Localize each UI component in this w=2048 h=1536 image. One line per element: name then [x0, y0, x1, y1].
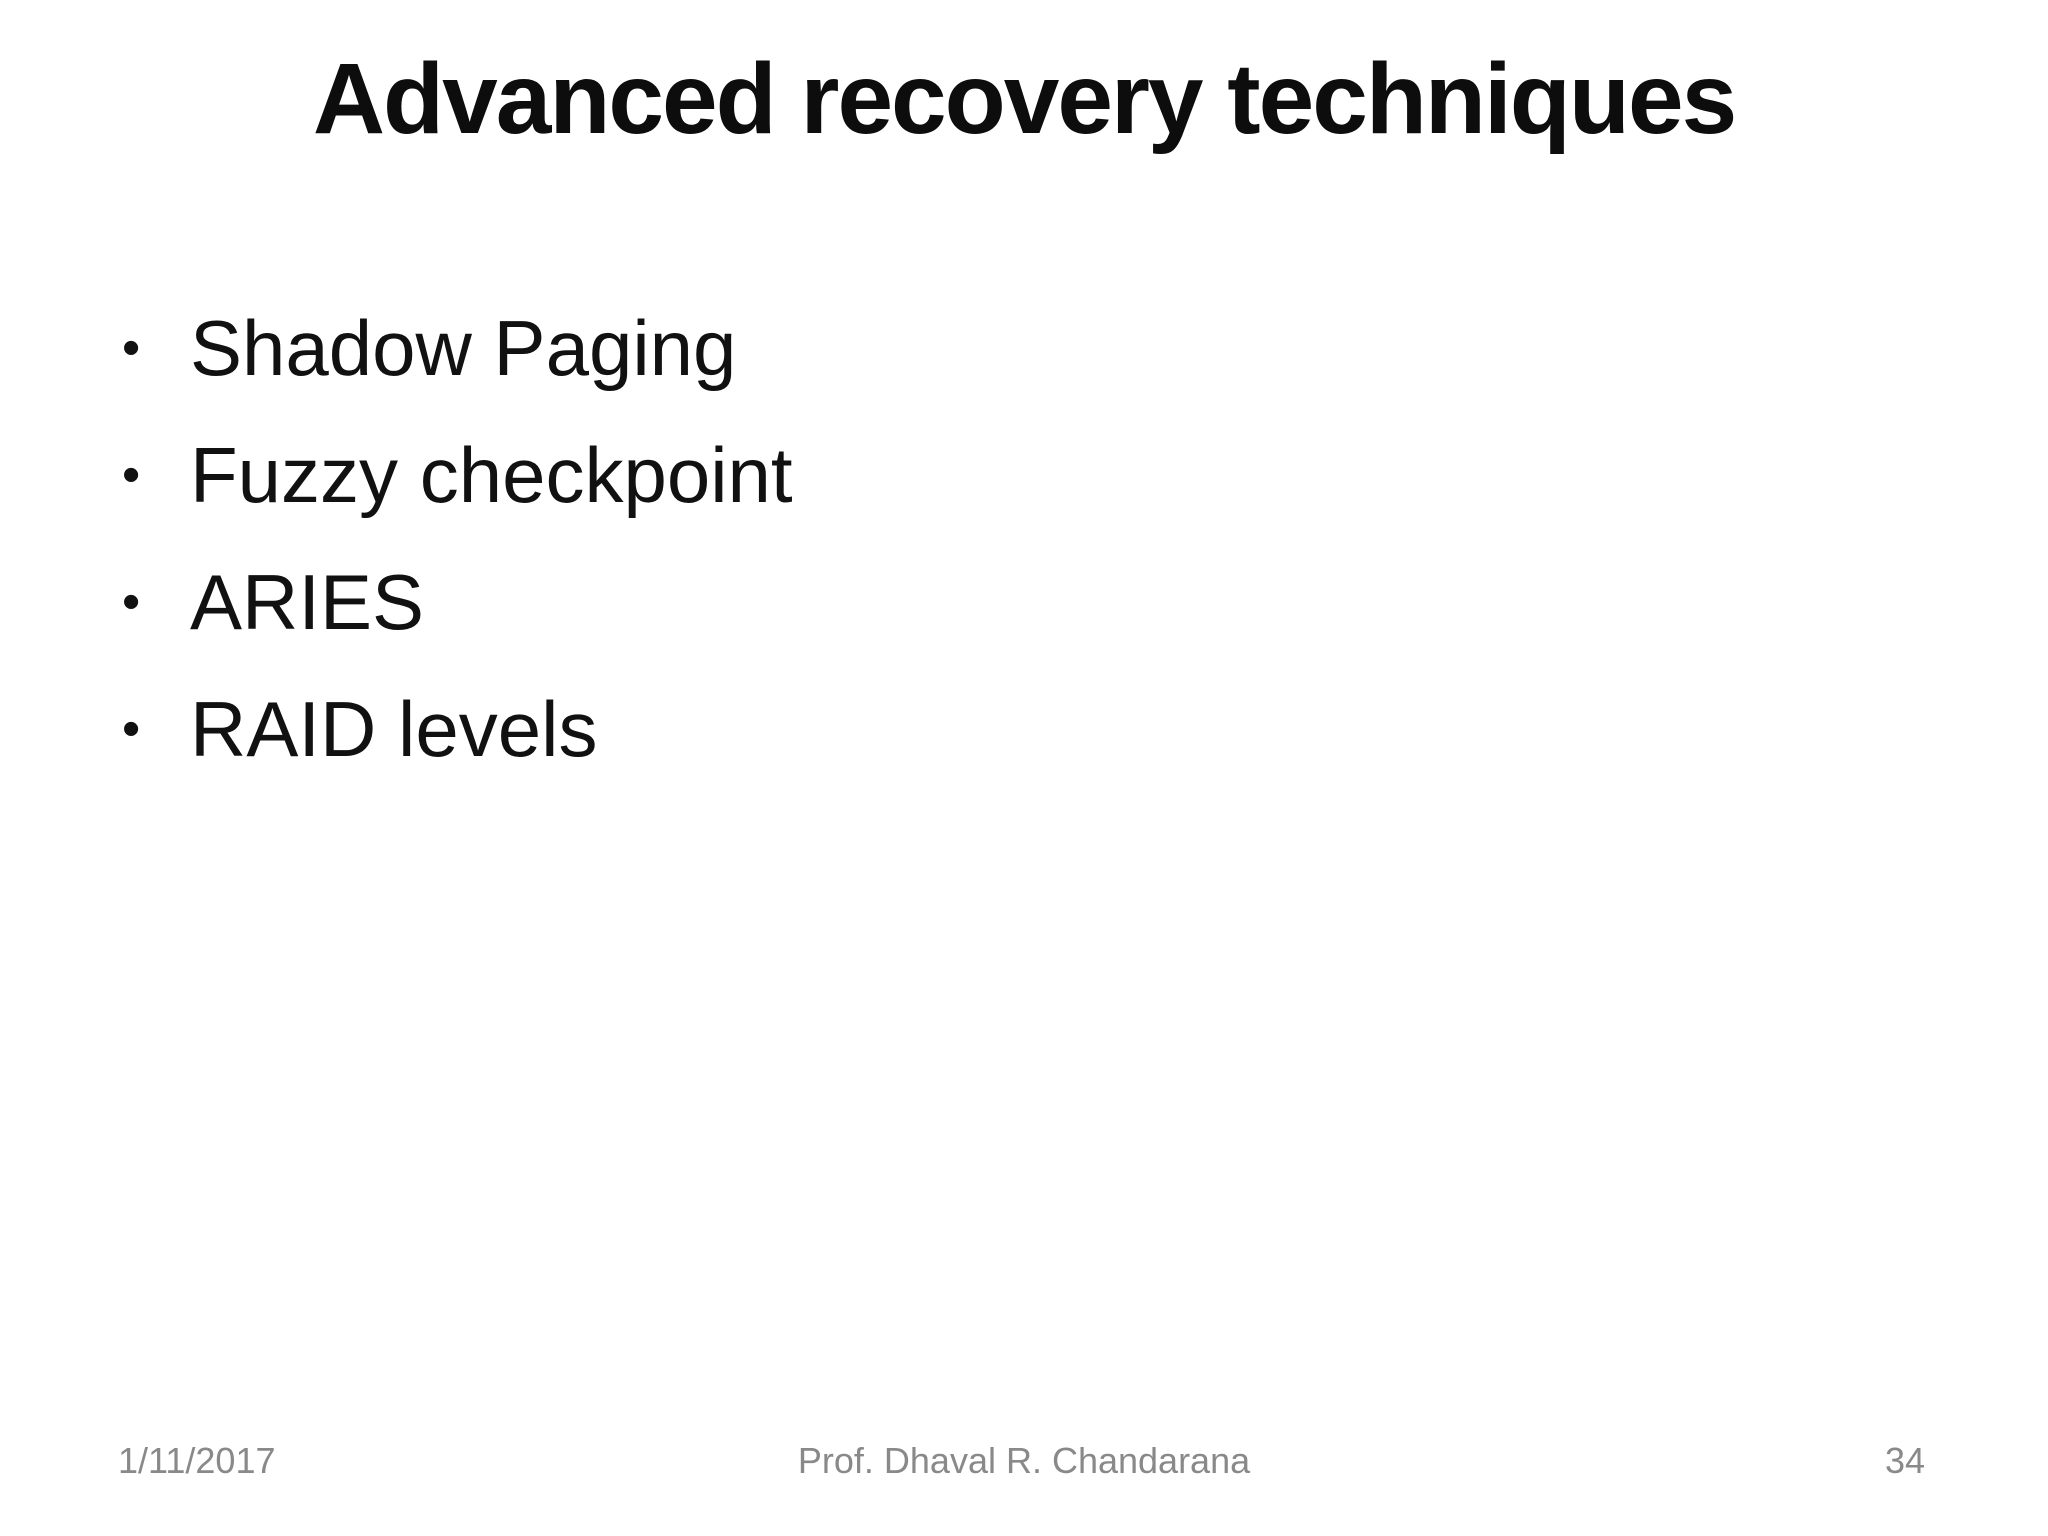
- bullet-icon: •: [122, 318, 141, 377]
- bullet-text: RAID levels: [190, 684, 598, 773]
- bullet-text: Shadow Paging: [190, 303, 737, 392]
- list-item: • Shadow Paging: [122, 284, 793, 411]
- footer-page-number: 34: [1884, 1440, 1925, 1481]
- bullet-text: ARIES: [190, 557, 425, 646]
- list-item: • RAID levels: [122, 665, 793, 792]
- bullet-icon: •: [122, 445, 141, 504]
- slide-title: Advanced recovery techniques: [312, 43, 1737, 155]
- bullet-icon: •: [122, 572, 141, 631]
- bullet-text: Fuzzy checkpoint: [190, 430, 793, 519]
- bullet-list: • Shadow Paging • Fuzzy checkpoint • ARI…: [122, 284, 793, 792]
- slide-footer: 1/11/2017 Prof. Dhaval R. Chandarana 34: [0, 1440, 2048, 1488]
- list-item: • Fuzzy checkpoint: [122, 411, 793, 538]
- list-item: • ARIES: [122, 538, 793, 665]
- footer-author: Prof. Dhaval R. Chandarana: [797, 1440, 1251, 1481]
- bullet-icon: •: [122, 699, 141, 758]
- footer-date: 1/11/2017: [118, 1440, 276, 1481]
